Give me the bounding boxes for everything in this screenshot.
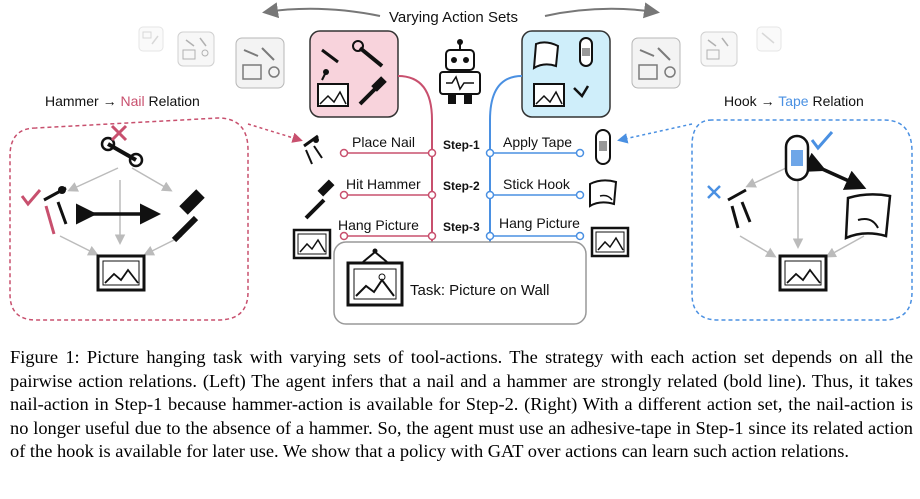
faded-action-set-right: [756, 26, 782, 52]
faded-action-set-left-2: [177, 31, 215, 67]
wrench-icon-left: [100, 124, 144, 168]
right-relation-c: Relation: [812, 93, 864, 109]
hammer-icon-step2: [304, 179, 335, 220]
caption-line-3: strongly related (bold line). Thus, it t…: [10, 370, 913, 415]
nail-icon-right: [707, 185, 752, 229]
caption-line-5: of a hammer. So, the agent must use an a…: [10, 417, 913, 462]
left-relation-label: Hammer → Nail Relation: [45, 93, 200, 109]
left-relation-a: Hammer: [45, 93, 99, 109]
caption-line-1: Figure 1: Picture hanging task with vary…: [10, 347, 765, 367]
right-step-nodes: [485, 148, 585, 241]
step-1-label: Step-1: [443, 138, 480, 152]
varying-arrow-right: [544, 2, 660, 19]
left-action-set-card: [309, 30, 399, 118]
faded-action-set-left: [138, 26, 164, 52]
step-2-label: Step-2: [443, 179, 480, 193]
robot-icon: [439, 39, 481, 104]
right-action-1: Apply Tape: [503, 134, 573, 150]
picture-icon-right: [778, 254, 828, 292]
left-policy-path: [397, 75, 433, 242]
varying-arrow-left: [262, 2, 381, 19]
right-step-branches: [494, 152, 580, 237]
arrow-right-icon-2: →: [760, 93, 775, 109]
hammer-icon-left: [171, 189, 205, 243]
figure-diagram: [9, 2, 913, 325]
right-relation-a: Hook: [724, 93, 757, 109]
left-step-nodes: [339, 148, 437, 241]
hook-tape-strong-link: [802, 152, 867, 190]
figure-caption: Figure 1: Picture hanging task with vary…: [10, 346, 913, 464]
varying-action-sets-label: Varying Action Sets: [389, 9, 518, 26]
right-relation-b: Tape: [778, 93, 809, 109]
right-relation-graph: [739, 167, 865, 258]
caption-line-6: available for later use. We show that a …: [115, 441, 849, 462]
right-action-set-card: [521, 30, 611, 118]
left-relation-b: Nail: [120, 93, 145, 109]
arrow-right-icon: →: [102, 93, 117, 109]
task-box: [333, 241, 587, 325]
left-step-branches: [344, 152, 428, 237]
caption-line-2: depends on all the pairwise action relat…: [10, 347, 914, 391]
left-action-3: Hang Picture: [338, 217, 419, 233]
faded-action-set-right-2: [700, 31, 738, 67]
right-action-3: Hang Picture: [499, 215, 580, 231]
hook-icon-step2: [589, 179, 618, 208]
left-panel-dashed-outline: [9, 117, 249, 321]
nail-icon-step1: [303, 134, 323, 165]
hook-icon-right: [844, 193, 892, 240]
right-panel-pointer: [617, 123, 693, 144]
right-panel-dashed-outline: [691, 119, 913, 321]
task-label: Task: Picture on Wall: [410, 282, 550, 299]
left-action-1: Place Nail: [352, 134, 416, 150]
left-action-2: Hit Hammer: [346, 176, 421, 192]
faded-action-set-left-3: [235, 37, 285, 89]
picture-icon-step3-right: [590, 226, 630, 258]
nail-icon-left: [20, 186, 68, 235]
picture-icon-step3: [292, 228, 332, 260]
left-relation-graph: [59, 167, 183, 256]
left-panel-pointer: [247, 123, 303, 143]
right-policy-path: [489, 75, 523, 242]
left-relation-c: Relation: [148, 93, 200, 109]
picture-icon-left: [96, 254, 146, 292]
tape-icon-step1: [595, 129, 611, 165]
right-relation-label: Hook → Tape Relation: [724, 93, 864, 109]
tape-icon-right: [784, 131, 834, 182]
step-3-label: Step-3: [443, 220, 480, 234]
right-action-2: Stick Hook: [503, 176, 570, 192]
faded-action-set-right-3: [631, 37, 681, 89]
caption-line-4: for Step-2. (Right) With a different act…: [10, 394, 913, 438]
